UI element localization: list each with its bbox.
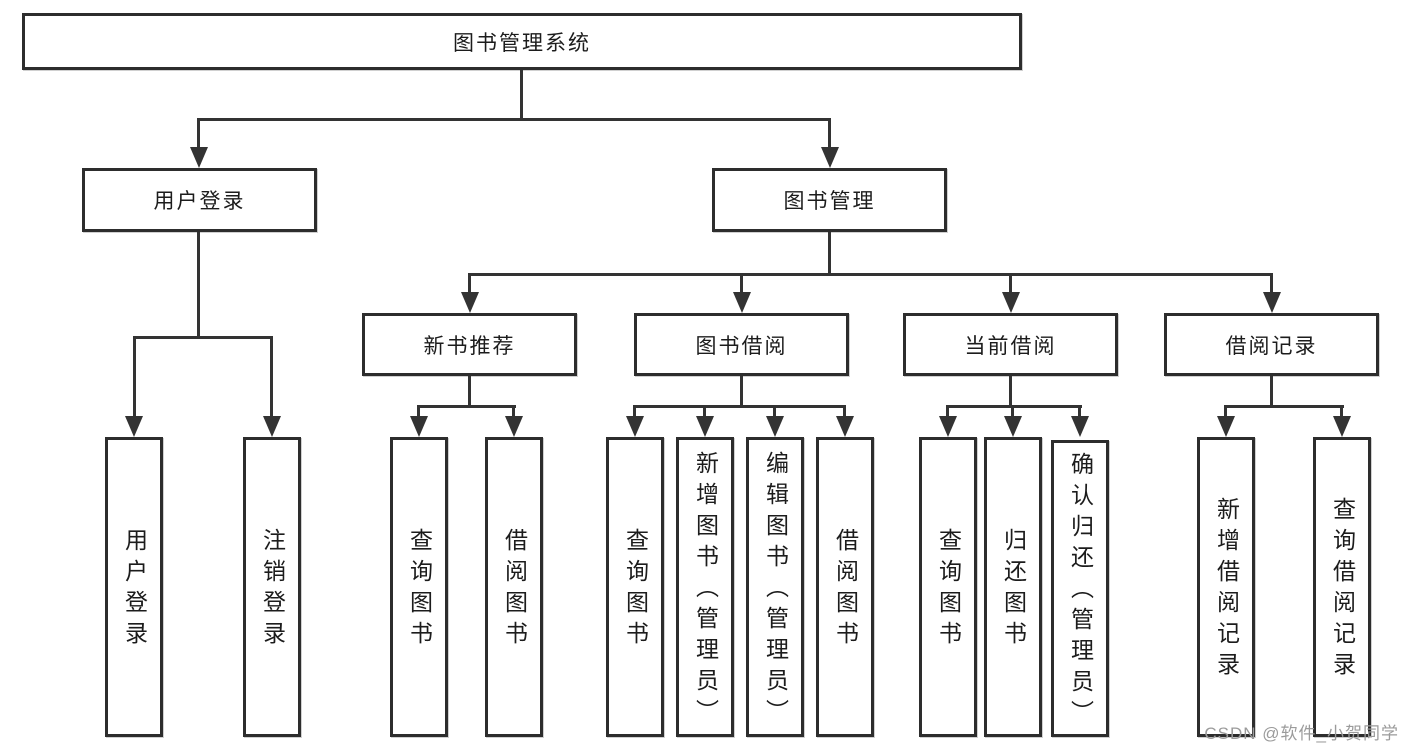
- leaf-add-borrow-record: 新增借阅记录: [1197, 437, 1255, 737]
- connector-line: [1224, 405, 1344, 408]
- arrow-down-icon: [1263, 292, 1281, 313]
- arrow-down-icon: [821, 147, 839, 168]
- connector-line: [197, 118, 831, 121]
- connector-line: [133, 336, 136, 417]
- connector-line: [1078, 405, 1081, 418]
- arrow-down-icon: [410, 416, 428, 437]
- arrow-down-icon: [1333, 416, 1351, 437]
- arrow-down-icon: [766, 416, 784, 437]
- connector-line: [468, 376, 471, 405]
- connector-line: [1011, 405, 1014, 418]
- csdn-watermark: CSDN @软件_小贺同学: [1204, 724, 1399, 743]
- node-book-borrow-label: 图书借阅: [695, 334, 788, 358]
- arrow-down-icon: [505, 416, 523, 437]
- connector-line: [417, 405, 420, 418]
- connector-line: [512, 405, 515, 418]
- leaf-query-books-1-label: 查询图书: [406, 528, 433, 652]
- connector-line: [468, 273, 471, 294]
- arrow-down-icon: [1217, 416, 1235, 437]
- connector-line: [740, 376, 743, 405]
- leaf-query-books-3-label: 查询图书: [935, 528, 962, 652]
- leaf-confirm-return-admin: 确认归还（管理员）: [1051, 440, 1109, 737]
- connector-line: [1270, 273, 1273, 294]
- leaf-edit-books-admin: 编辑图书（管理员）: [746, 437, 804, 737]
- arrow-down-icon: [461, 292, 479, 313]
- arrow-down-icon: [626, 416, 644, 437]
- node-book-management-label: 图书管理: [783, 190, 876, 213]
- connector-line: [633, 405, 636, 418]
- connector-line: [520, 70, 523, 118]
- arrow-down-icon: [836, 416, 854, 437]
- arrow-down-icon: [1071, 416, 1089, 437]
- connector-line: [946, 405, 949, 418]
- leaf-confirm-return-admin-label: 确认归还（管理员）: [1067, 452, 1094, 731]
- arrow-down-icon: [939, 416, 957, 437]
- leaf-borrow-books-1-label: 借阅图书: [501, 528, 528, 652]
- node-root: 图书管理系统: [22, 13, 1022, 70]
- connector-line: [1009, 376, 1012, 405]
- leaf-user-login: 用户登录: [105, 437, 163, 737]
- node-user-login-label: 用户登录: [153, 190, 246, 213]
- connector-line: [197, 118, 200, 148]
- leaf-edit-books-admin-label: 编辑图书（管理员）: [762, 450, 789, 730]
- connector-line: [1270, 376, 1273, 405]
- connector-line: [133, 336, 273, 339]
- node-current-borrow-label: 当前借阅: [964, 334, 1057, 358]
- arrow-down-icon: [190, 147, 208, 168]
- leaf-logout-label: 注销登录: [259, 528, 286, 652]
- connector-line: [1224, 405, 1227, 418]
- leaf-return-books: 归还图书: [984, 437, 1042, 737]
- connector-line: [843, 405, 846, 418]
- leaf-borrow-books-1: 借阅图书: [485, 437, 543, 737]
- arrow-down-icon: [1002, 292, 1020, 313]
- connector-line: [468, 273, 1273, 276]
- connector-line: [828, 118, 831, 148]
- arrow-down-icon: [263, 416, 281, 437]
- node-new-book-recommend: 新书推荐: [362, 313, 577, 376]
- leaf-borrow-books-2: 借阅图书: [816, 437, 874, 737]
- leaf-query-books-2-label: 查询图书: [622, 528, 649, 652]
- connector-line: [1009, 273, 1012, 294]
- leaf-query-books-2: 查询图书: [606, 437, 664, 737]
- leaf-query-borrow-record: 查询借阅记录: [1313, 437, 1371, 737]
- node-current-borrow: 当前借阅: [903, 313, 1118, 376]
- node-user-login: 用户登录: [82, 168, 317, 232]
- leaf-return-books-label: 归还图书: [1000, 528, 1027, 652]
- node-borrow-record: 借阅记录: [1164, 313, 1379, 376]
- leaf-user-login-label: 用户登录: [121, 528, 148, 652]
- connector-line: [270, 336, 273, 417]
- leaf-borrow-books-2-label: 借阅图书: [832, 528, 859, 652]
- node-borrow-record-label: 借阅记录: [1225, 334, 1318, 358]
- connector-line: [633, 405, 845, 408]
- node-root-label: 图书管理系统: [453, 31, 591, 55]
- arrow-down-icon: [733, 292, 751, 313]
- leaf-query-books-3: 查询图书: [919, 437, 977, 737]
- node-book-management: 图书管理: [712, 168, 947, 232]
- connector-line: [828, 232, 831, 273]
- connector-line: [773, 405, 776, 418]
- leaf-add-books-admin: 新增图书（管理员）: [676, 437, 734, 737]
- leaf-query-borrow-record-label: 查询借阅记录: [1329, 497, 1356, 683]
- node-book-borrow: 图书借阅: [634, 313, 849, 376]
- leaf-add-books-admin-label: 新增图书（管理员）: [692, 450, 719, 730]
- leaf-query-books-1: 查询图书: [390, 437, 448, 737]
- connector-line: [740, 273, 743, 294]
- node-new-book-recommend-label: 新书推荐: [423, 334, 516, 358]
- connector-line: [1340, 405, 1343, 418]
- arrow-down-icon: [696, 416, 714, 437]
- leaf-add-borrow-record-label: 新增借阅记录: [1213, 497, 1240, 683]
- connector-line: [946, 405, 1082, 408]
- arrow-down-icon: [125, 416, 143, 437]
- connector-line: [197, 232, 200, 336]
- leaf-logout: 注销登录: [243, 437, 301, 737]
- arrow-down-icon: [1004, 416, 1022, 437]
- connector-line: [703, 405, 706, 418]
- connector-line: [417, 405, 516, 408]
